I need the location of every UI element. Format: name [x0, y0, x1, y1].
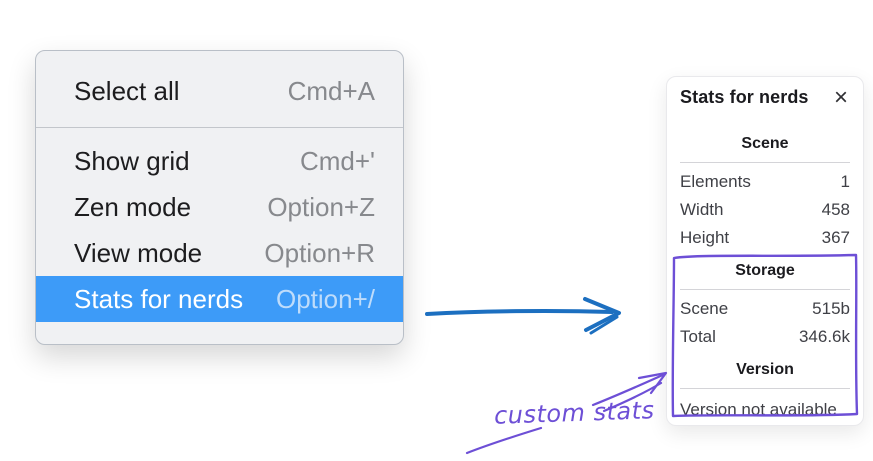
version-note: Version not available: [680, 400, 837, 419]
stat-value: 346.6k: [798, 327, 850, 346]
section-heading-storage: Storage: [680, 261, 850, 290]
stat-row-total-storage: Total 346.6k: [680, 327, 850, 346]
stat-row-elements: Elements 1: [680, 172, 850, 191]
stat-row-scene-storage: Scene 515b: [680, 299, 850, 318]
annotation-custom-stats-label: custom stats: [493, 396, 655, 430]
stat-label: Total: [680, 327, 716, 346]
stat-row-height: Height 367: [680, 228, 850, 247]
menu-item-show-grid[interactable]: Show grid Cmd+': [36, 138, 403, 184]
stat-label: Height: [680, 228, 730, 247]
menu-item-zen-mode[interactable]: Zen mode Option+Z: [36, 184, 403, 230]
menu-item-select-all[interactable]: Select all Cmd+A: [36, 63, 403, 119]
stats-panel-title: Stats for nerds: [680, 87, 809, 107]
stat-value: 367: [821, 228, 850, 247]
menu-separator: [36, 127, 403, 128]
menu-item-label: Zen mode: [74, 191, 192, 222]
stat-value: 458: [821, 200, 850, 219]
close-icon[interactable]: ×: [833, 83, 848, 111]
stat-label: Width: [680, 200, 724, 219]
stat-row-width: Width 458: [680, 200, 850, 219]
context-menu: Select all Cmd+A Show grid Cmd+' Zen mod…: [35, 50, 404, 345]
menu-item-shortcut: Cmd+A: [287, 75, 375, 106]
menu-item-shortcut: Option+R: [264, 237, 375, 268]
stat-value: 515b: [812, 299, 850, 318]
menu-item-label: Show grid: [74, 145, 190, 176]
menu-item-shortcut: Cmd+': [299, 145, 375, 176]
section-heading-version: Version: [680, 360, 850, 389]
menu-item-label: Select all: [74, 75, 180, 106]
stats-panel-header: Stats for nerds ×: [680, 83, 850, 111]
menu-item-shortcut: Option+Z: [267, 191, 375, 222]
blue-arrow: [425, 297, 621, 335]
menu-item-shortcut: Option+/: [275, 283, 375, 314]
menu-item-stats-for-nerds[interactable]: Stats for nerds Option+/: [36, 276, 403, 322]
menu-item-label: Stats for nerds: [74, 283, 244, 314]
section-heading-scene: Scene: [680, 134, 850, 163]
menu-item-view-mode[interactable]: View mode Option+R: [36, 230, 403, 276]
stat-label: Scene: [680, 299, 729, 318]
menu-item-label: View mode: [74, 237, 203, 268]
stat-label: Elements: [680, 172, 751, 191]
stats-panel: Stats for nerds × Scene Elements 1 Width…: [666, 76, 864, 426]
stat-value: 1: [840, 172, 850, 191]
